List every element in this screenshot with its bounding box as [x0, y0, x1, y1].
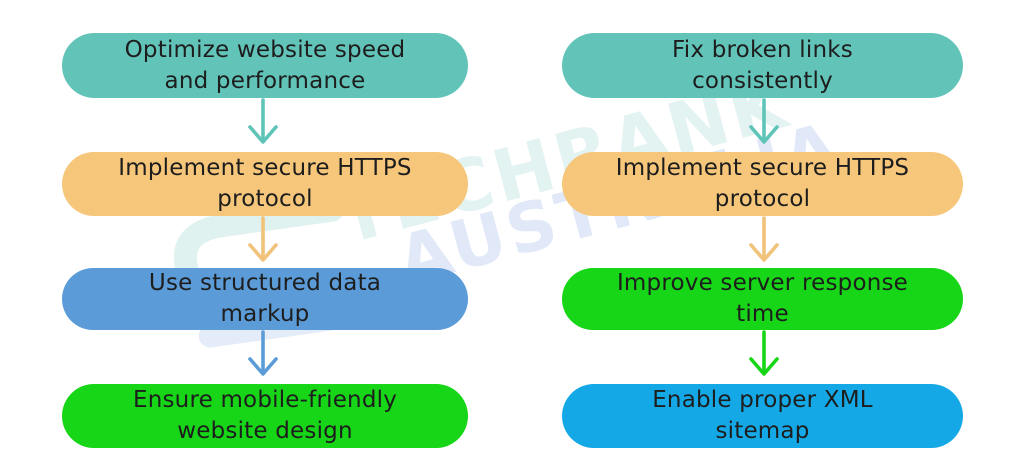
step-mobile-friendly-design: Ensure mobile-friendly website design [62, 384, 468, 448]
down-arrow-icon [749, 216, 779, 262]
down-arrow-icon [749, 330, 779, 376]
down-arrow-icon [248, 216, 278, 262]
step-https-protocol-right: Implement secure HTTPS protocol [562, 152, 963, 216]
down-arrow-icon [248, 330, 278, 376]
step-label: Implement secure HTTPS protocol [615, 155, 910, 212]
step-fix-broken-links: Fix broken links consistently [562, 33, 963, 98]
down-arrow-icon [248, 98, 278, 144]
step-label: Improve server response time [616, 270, 909, 327]
step-xml-sitemap: Enable proper XML sitemap [562, 384, 963, 448]
step-optimize-website-speed: Optimize website speed and performance [62, 33, 468, 98]
down-arrow-icon [749, 98, 779, 144]
step-structured-data-markup: Use structured data markup [62, 268, 468, 330]
step-server-response-time: Improve server response time [562, 268, 963, 330]
step-label: Use structured data markup [148, 270, 382, 327]
step-label: Fix broken links consistently [672, 36, 853, 94]
step-label: Ensure mobile-friendly website design [132, 387, 398, 444]
step-label: Optimize website speed and performance [124, 36, 406, 94]
step-label: Enable proper XML sitemap [652, 387, 873, 444]
step-https-protocol-left: Implement secure HTTPS protocol [62, 152, 468, 216]
step-label: Implement secure HTTPS protocol [118, 155, 412, 212]
